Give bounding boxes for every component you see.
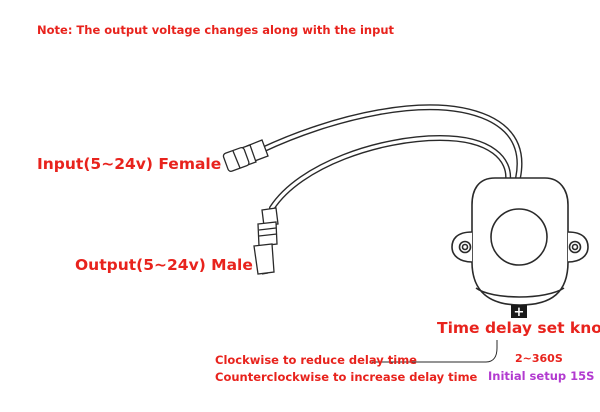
male-jack — [253, 207, 279, 275]
delay-knob — [490, 208, 548, 266]
knob-label: Time delay set knob — [437, 319, 600, 337]
output-label: Output(5~24v) Male — [75, 256, 253, 274]
note-text: Note: The output voltage changes along w… — [37, 23, 395, 37]
female-jack — [222, 139, 269, 172]
initial-setup-label: Initial setup 15S — [488, 369, 595, 383]
delay-module — [451, 177, 589, 306]
plus-marker-icon: + — [514, 305, 525, 320]
range-label: 2~360S — [515, 352, 563, 365]
clockwise-label: Clockwise to reduce delay time — [215, 353, 417, 367]
plus-marker-box — [511, 305, 527, 318]
counterclockwise-label: Counterclockwise to increase delay time — [215, 370, 478, 384]
knob-leader-line — [372, 340, 498, 363]
input-label: Input(5~24v) Female — [37, 155, 222, 173]
